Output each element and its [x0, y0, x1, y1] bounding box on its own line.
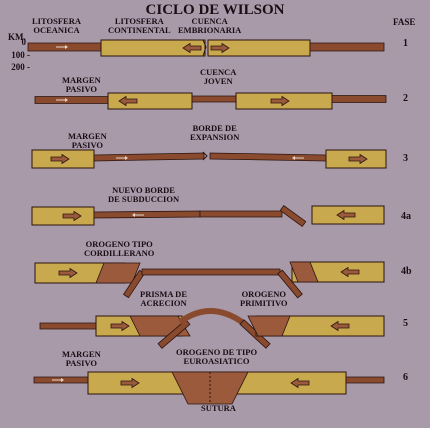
- fase-header: FASE: [393, 17, 416, 27]
- depth-unit: KM.: [8, 32, 26, 42]
- p3-arrow-left: [50, 153, 70, 165]
- phase-1: 1: [403, 38, 408, 49]
- p4b-arrow-right: [340, 266, 360, 278]
- p4a-arrow-left: [62, 210, 82, 222]
- p5-arrow-right: [330, 320, 350, 332]
- p6-arrow-oceanic-head: [61, 378, 64, 382]
- depth-tick-100: 100 -: [11, 50, 30, 60]
- p5-oceanic-left: [39, 322, 97, 330]
- phase-6: 6: [403, 372, 408, 383]
- p6-arrow-left: [120, 377, 140, 389]
- p1-continent-left: [100, 39, 206, 57]
- label-sutura: SUTURA: [201, 403, 236, 413]
- depth-tick-0: 0: [21, 37, 27, 47]
- p4a-oceanic-right: [199, 210, 283, 218]
- p4b-oceanic: [141, 268, 281, 276]
- p4a-oceanic-left: [93, 210, 201, 219]
- p2-arrow-right: [270, 95, 290, 107]
- p3-oceanic-left: [93, 152, 205, 162]
- p4a-arrow-right: [336, 209, 356, 221]
- phase-2: 2: [403, 93, 408, 104]
- p4b-arrow-left: [58, 267, 78, 279]
- p2-arrow-oceanic-head: [65, 98, 68, 102]
- p6-oceanic-right: [345, 376, 385, 384]
- p4a-arrow-ocean-head: [132, 213, 135, 217]
- p3-oceanic-right: [209, 152, 327, 162]
- p3-ridge: [202, 151, 208, 161]
- depth-tick-200: 200 -: [11, 62, 30, 72]
- p2-basin-left: [191, 95, 237, 103]
- phase-5: 5: [403, 318, 408, 329]
- p3-arrow-ocean-left-head: [125, 156, 128, 160]
- p1-rift: [202, 39, 207, 57]
- p3-arrow-ocean-right-head: [292, 156, 295, 160]
- p1-arrow-right: [210, 42, 230, 54]
- p5-arch: [178, 308, 244, 325]
- diagram-title: CICLO DE WILSON: [145, 2, 285, 18]
- p4b-slab-right: [277, 269, 303, 299]
- p2-arrow-left: [118, 95, 138, 107]
- p5-slab-right: [239, 319, 271, 349]
- phase-4b: 4b: [401, 266, 412, 277]
- p1-arrow-left: [182, 42, 202, 54]
- p4a-slab: [279, 205, 307, 227]
- p5-orogen-right: [247, 315, 291, 337]
- p1-arrow-oceanic-head: [65, 45, 68, 49]
- p2-oceanic-right: [331, 95, 387, 103]
- p6-arrow-right: [290, 377, 310, 389]
- phase-4a: 4a: [401, 211, 411, 222]
- p1-oceanic-right: [309, 42, 385, 52]
- p5-arrow-left: [110, 320, 130, 332]
- p2-oceanic-left: [34, 96, 109, 104]
- p4b-slab-left: [122, 269, 146, 299]
- phase-3: 3: [403, 153, 408, 164]
- p4b-orogen-right: [289, 261, 319, 283]
- p3-arrow-right: [348, 153, 368, 165]
